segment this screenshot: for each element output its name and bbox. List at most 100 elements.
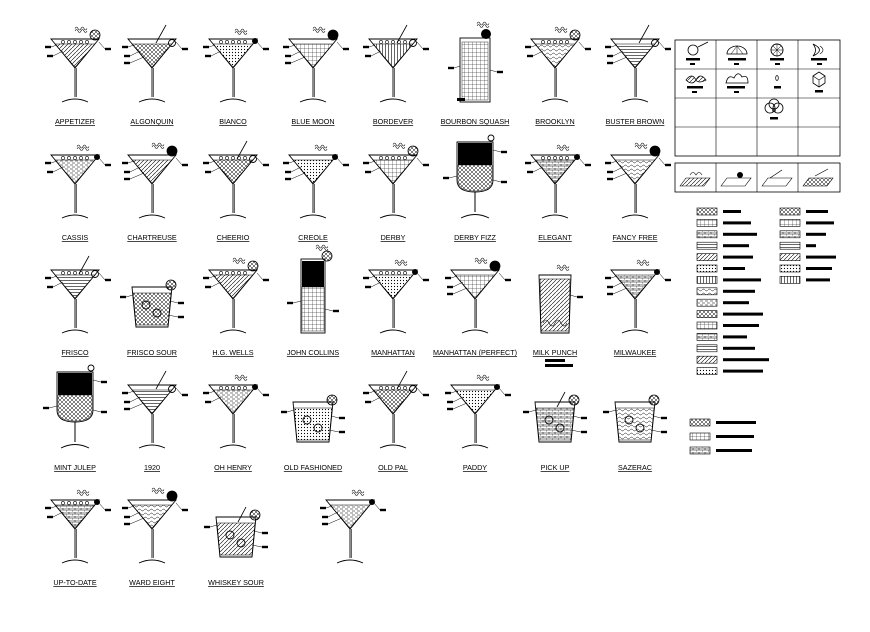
lime-peel-icon <box>811 43 827 65</box>
cocktail-item: BORDEVER <box>363 24 429 126</box>
cocktail-glass-icon <box>445 374 511 449</box>
hatch-legend-entry <box>779 241 816 250</box>
cocktail-glass-icon <box>203 28 269 103</box>
cocktail-glass-icon <box>320 489 386 564</box>
cocktail-item: FANCY FREE <box>605 142 671 242</box>
cocktail-name-label: UP-TO-DATE <box>53 578 96 587</box>
cocktail-name-label: FRISCO <box>61 348 89 357</box>
cocktail-name-label: DERBY <box>381 233 406 242</box>
cocktail-item: MINT JULEP <box>43 364 107 472</box>
cocktail-glass-icon <box>122 487 188 564</box>
cocktail-glass-icon <box>122 24 188 103</box>
garnish-level-strip <box>674 162 841 193</box>
hatch-legend-entry <box>779 207 828 216</box>
cocktail-glass-icon <box>203 257 269 334</box>
cocktail-name-label: OLD PAL <box>378 463 408 472</box>
cocktail-name-label: FANCY FREE <box>613 233 658 242</box>
lemon-wedge-icon <box>726 45 748 65</box>
cocktail-glass-icon <box>525 144 591 219</box>
cocktail-item: DERBY FIZZ <box>443 134 507 242</box>
cocktail-glass-icon <box>605 259 671 334</box>
cocktail-glass-icon <box>283 144 349 219</box>
cocktail-item: CHEERIO <box>203 140 269 242</box>
cocktail-name-label: CHARTREUSE <box>127 233 177 242</box>
cocktail-glass-icon <box>363 142 429 219</box>
cocktail-glass-icon <box>45 255 111 334</box>
hatch-legend-entry <box>779 219 834 227</box>
cocktail-name-label: MANHATTAN (PERFECT) <box>433 348 517 357</box>
cocktail-item: FRISCO <box>45 255 111 357</box>
cocktail-item: JOHN COLLINS <box>287 244 340 357</box>
cocktail-glass-icon <box>363 259 429 334</box>
hatch-legend-entry <box>696 298 749 307</box>
cocktail-glass-icon <box>605 24 671 103</box>
hatch-legend-entry <box>779 230 826 239</box>
garnish-symbol-grid <box>674 39 841 157</box>
cocktail-name-label: JOHN COLLINS <box>287 348 340 357</box>
cocktail-item: OH HENRY <box>203 374 269 472</box>
hatch-legend-entry <box>696 241 749 250</box>
onion-rings-icon <box>764 98 784 120</box>
cocktail-item: BUSTER BROWN <box>605 24 671 126</box>
cocktail-name-label: SAZERAC <box>618 463 652 472</box>
cocktail-glass-icon <box>523 391 587 443</box>
cocktail-name-label: BLUE MOON <box>291 117 334 126</box>
cocktail-glass-icon <box>203 374 269 449</box>
hatch-legend-entry <box>696 344 755 353</box>
cocktail-item: SAZERAC <box>603 394 667 472</box>
cocktail-glass-icon <box>605 142 671 219</box>
cocktail-glass-icon <box>363 370 429 449</box>
mint-leaf-icon <box>685 75 707 93</box>
cocktail-item: UP-TO-DATE <box>45 489 111 587</box>
cocktail-glass-icon <box>204 506 268 558</box>
cocktail-glass-icon <box>45 489 111 564</box>
hatch-legend-entry <box>696 276 761 284</box>
cocktail-name-label: BUSTER BROWN <box>606 117 665 126</box>
cocktail-glass-icon <box>45 144 111 219</box>
cocktail-item: CASSIS <box>45 144 111 242</box>
cocktail-glass-icon <box>120 279 184 328</box>
cocktail-name-label: CREOLE <box>298 233 328 242</box>
cocktail-glass-icon <box>122 370 188 449</box>
hatch-legend-entry <box>696 219 751 227</box>
cocktail-name-label: PICK UP <box>541 463 570 472</box>
cocktail-name-label: WHISKEY SOUR <box>208 578 264 587</box>
ice-cube-icon <box>812 71 826 93</box>
cocktail-item: H.G. WELLS <box>203 257 269 357</box>
cocktail-item: FRISCO SOUR <box>120 279 184 357</box>
cocktail-glass-icon <box>122 142 188 219</box>
cocktail-glass-icon <box>363 24 429 103</box>
cocktail-name-label: CASSIS <box>62 233 89 242</box>
hatch-pattern-legends <box>689 207 836 455</box>
cocktail-name-label: MINT JULEP <box>54 463 96 472</box>
cocktail-item: ELEGANT <box>525 144 591 242</box>
cocktail-name-label: DERBY FIZZ <box>454 233 496 242</box>
cocktail-name-label: ELEGANT <box>538 233 572 242</box>
cocktail-name-label: 1920 <box>144 463 160 472</box>
cocktail-name-label: BOURBON SQUASH <box>441 117 510 126</box>
cocktail-item <box>320 489 386 564</box>
cocktail-name-label: MANHATTAN <box>371 348 415 357</box>
cocktail-name-label: OLD FASHIONED <box>284 463 342 472</box>
cocktail-name-label: BIANCO <box>219 117 247 126</box>
cocktail-glass-icon <box>283 26 349 103</box>
cocktail-glass-icon <box>603 394 667 443</box>
hatch-legend-entry <box>696 287 755 296</box>
hatch-legend-entry <box>696 230 757 239</box>
hatch-legend-entry <box>696 355 769 364</box>
hatch-legend-entry <box>696 367 763 375</box>
cocktail-item: BROOKLYN <box>525 26 591 126</box>
cocktail-item: ALGONQUIN <box>122 24 188 126</box>
cocktail-name-label: MILWAUKEE <box>614 348 657 357</box>
cocktail-name-label: BORDEVER <box>373 117 413 126</box>
whipped-cream-icon <box>725 73 749 93</box>
cocktail-name-label: OH HENRY <box>214 463 252 472</box>
cocktail-item: WHISKEY SOUR <box>204 506 268 587</box>
cocktail-item: OLD PAL <box>363 370 429 472</box>
cocktail-glass-icon <box>445 257 511 334</box>
hatch-legend-entry <box>689 446 752 455</box>
hatch-legend-entry <box>696 310 763 318</box>
hatch-legend-entry <box>696 333 747 341</box>
hatch-legend-entry <box>696 264 745 273</box>
